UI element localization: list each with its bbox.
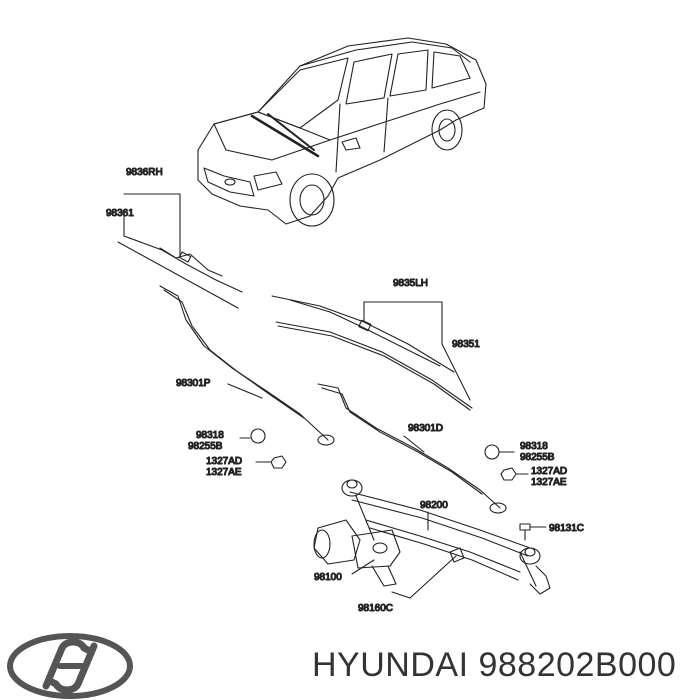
vehicle-emblem [224, 178, 236, 186]
vehicle-front-wheel [289, 173, 335, 227]
part-caption: HYUNDAI 988202B000 [312, 646, 677, 684]
blade-lh-group [271, 295, 473, 411]
callout-9835lh: 9835LH [393, 278, 428, 289]
callout-98318-right: 98318 [520, 441, 548, 452]
blade-lh-yoke [289, 299, 441, 367]
blade-lh-clip [358, 319, 372, 332]
vehicle-wiper-mark-2 [267, 113, 315, 151]
blade-lh-frame [271, 295, 455, 373]
vehicle-window-rear [431, 51, 471, 89]
callout-1327ae-left: 1327AE [206, 467, 242, 478]
blade-rh-rubber [117, 241, 239, 309]
leader-98301p [227, 383, 263, 399]
arm-98301p-inner [163, 289, 305, 419]
vehicle-body-outline [197, 37, 487, 225]
linkage-upper-bar-2 [351, 499, 529, 557]
vehicle-mirror [341, 137, 361, 151]
linkage-lower-bar-2 [369, 527, 519, 581]
wiper-motor-end [313, 529, 331, 559]
linkage-upper-bar [349, 491, 531, 549]
pivot-left-cap [346, 479, 358, 489]
callout-98301p: 98301P [176, 378, 211, 389]
blade-lh-rubber-2 [277, 325, 471, 411]
vehicle-headlight [253, 171, 283, 191]
blade-lh-rubber [275, 321, 473, 409]
callout-98351: 98351 [452, 339, 480, 350]
vehicle-side-crease [329, 91, 481, 141]
callout-labels: 9836RH 98361 9835LH 98351 98301P 98301D … [105, 166, 584, 614]
linkage-group [313, 479, 551, 599]
callout-98361: 98361 [106, 208, 134, 219]
vehicle-door-line-2 [383, 97, 389, 153]
callout-98318-left: 98318 [196, 430, 224, 441]
cap-98318-right [484, 444, 500, 460]
wiper-motor-crank [372, 542, 388, 554]
vehicle-wiper-mark [250, 114, 320, 158]
nut-1327ad-left [270, 455, 287, 469]
callout-98131c: 98131C [549, 523, 584, 534]
callout-1327ad-right: 1327AD [531, 466, 567, 477]
callout-98255b-left: 98255B [188, 441, 223, 452]
wiper-motor-gearbox [351, 529, 401, 569]
vehicle-grille [203, 167, 255, 197]
bolt-98131c [519, 523, 531, 541]
vehicle-rear-wheel-hub [438, 118, 456, 142]
vehicle-roof [299, 41, 471, 67]
leader-98160c [409, 555, 457, 599]
callout-98160c: 98160C [358, 603, 393, 614]
hyundai-logo-icon [7, 633, 133, 699]
linkage-cross-2 [519, 551, 537, 587]
vehicle-window-front [345, 53, 393, 105]
bracket-9836rh [123, 193, 181, 257]
leader-98100 [351, 559, 375, 575]
pivot-right-cap [524, 547, 536, 557]
vehicle-front-wheel-hub [299, 184, 325, 216]
vehicle-rear-wheel [431, 109, 463, 151]
fasteners-group [239, 428, 547, 541]
arm-98301p-group [159, 285, 335, 446]
arm-98301d [317, 383, 501, 509]
motor-bracket [371, 565, 397, 587]
callout-9836rh: 9836RH [126, 167, 163, 178]
blade-rh-group [117, 193, 243, 309]
callout-98301d: 98301D [408, 423, 443, 434]
bracket-9835lh [363, 301, 443, 331]
vehicle-door-line [335, 103, 341, 173]
callout-1327ad-left: 1327AD [206, 456, 242, 467]
callout-1327ae-right: 1327AE [531, 477, 567, 488]
callout-98100: 98100 [314, 572, 342, 583]
bracket-right [529, 565, 551, 595]
blade-rh-frame [123, 235, 243, 293]
leader-98301d [403, 435, 425, 453]
arm-98301d-pivot [489, 502, 507, 514]
blade-rh-clip [178, 251, 192, 263]
vehicle-window-mid [389, 49, 429, 97]
leader-98351 [441, 329, 471, 401]
blade-rh-yoke [159, 247, 223, 277]
leader-98160c-2 [391, 591, 411, 599]
arm-98301d-group [317, 383, 507, 514]
vehicle-illustration [197, 37, 487, 227]
arm-98301d-inner [321, 387, 483, 495]
cap-98318-left [250, 428, 266, 444]
callout-98200: 98200 [420, 500, 448, 511]
arm-98301p-pivot [317, 434, 335, 446]
callout-98255b-right: 98255B [520, 452, 555, 463]
linkage-lower-bar [365, 519, 521, 573]
nut-1327ad-right [500, 467, 517, 481]
